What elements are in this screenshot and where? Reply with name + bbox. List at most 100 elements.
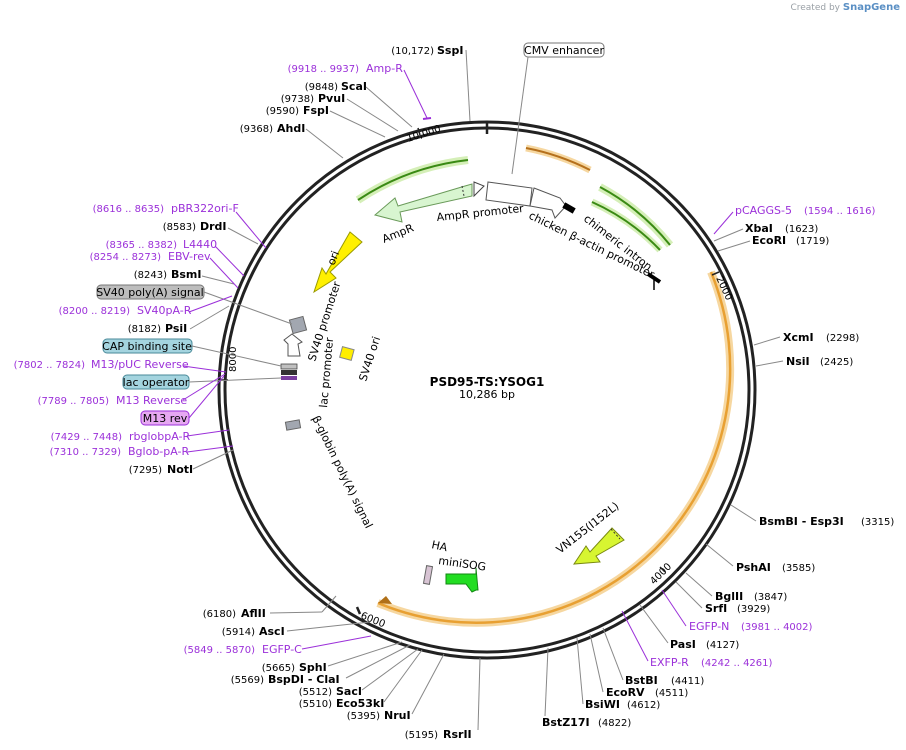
site-name: EcoRI [752, 234, 786, 247]
primer-name: SV40pA-R [137, 304, 192, 317]
m13-rev-leader [188, 375, 225, 419]
primer-name: EBV-rev [168, 250, 211, 263]
site-drdi: (8583) DrdI [163, 220, 259, 245]
sv40-polya-label-box: SV40 poly(A) signal [96, 284, 205, 300]
site-xcmi: XcmI (2298) [753, 331, 859, 346]
tick-mark-2000 [711, 271, 720, 276]
site-pos: (10,172) [391, 46, 434, 57]
site-rsrii: (5195) RsrII [405, 657, 481, 741]
site-name: Eco53kI [336, 697, 384, 710]
site-name: PasI [670, 638, 696, 651]
primer-leader [403, 69, 428, 119]
primer-sv40pa-r: (8200 .. 8219) SV40pA-R [59, 295, 233, 317]
ampr-label: AmpR [380, 221, 416, 245]
site-pos: (8182) [128, 324, 161, 335]
site-name: XbaI [745, 222, 773, 235]
site-pos: (8243) [134, 270, 167, 281]
site-pos: (4127) [706, 640, 739, 651]
primer-leader [713, 211, 734, 235]
ampr-promoter-arrow [473, 181, 485, 198]
tick-mark-10000 [417, 127, 421, 136]
site-pos: (3929) [737, 604, 770, 615]
primer-bglob-pa-r: (7310 .. 7329) Bglob-pA-R [50, 445, 234, 458]
sv40-promoter-box [288, 315, 308, 335]
intron-marker-1 [562, 202, 576, 214]
site-leader [411, 653, 445, 715]
site-bsiwi: BsiWI (4612) [576, 637, 660, 711]
m13-rev-text: M13 rev [143, 412, 188, 425]
site-pos: (4411) [671, 676, 704, 687]
site-pos: (4612) [627, 700, 660, 711]
site-name: FspI [303, 104, 329, 117]
cmv-enhancer-label-box: CMV enhancer [523, 42, 605, 58]
minisog-feature-arrow [445, 567, 479, 593]
cap-binding-glyph [280, 363, 298, 370]
primer-name: EGFP-C [262, 643, 302, 656]
site-bsmbi-esp3i: BsmBI - Esp3I (3315) [730, 504, 894, 528]
tick-mark-4000 [659, 566, 666, 573]
site-name: RsrII [443, 728, 472, 741]
site-pos: (9738) [281, 94, 314, 105]
site-pos: (9590) [266, 106, 299, 117]
cap-leader [191, 345, 282, 367]
site-nsii: NsiI (2425) [755, 355, 853, 368]
primer-leader [621, 610, 649, 662]
site-sspi: (10,172) SspI [391, 44, 471, 122]
primer-name: EXFP-R [650, 656, 689, 669]
primer-name: Bglob-pA-R [128, 445, 190, 458]
site-pos: (9848) [305, 82, 338, 93]
bglobin-pa-label: β-globin poly(A) signal [309, 414, 375, 531]
site-pos: (5569) [231, 675, 264, 686]
cmv-leader [511, 56, 529, 175]
primer-leader [182, 365, 227, 373]
primer-amp-r: (9918 .. 9937) Amp-R [288, 62, 432, 120]
site-leader [269, 611, 323, 614]
snapgene-logo: SnapGene [842, 2, 900, 13]
site-noti: (7295) NotI [129, 449, 234, 476]
site-asci: (5914) AscI [222, 621, 371, 638]
primer-pos: (7310 .. 7329) [50, 447, 122, 458]
site-leader-2 [321, 595, 337, 613]
site-leader [753, 336, 781, 346]
lac-operator-leader [188, 377, 282, 383]
lac-operator-glyph [281, 376, 297, 380]
site-pos: (1719) [796, 236, 829, 247]
primer-leader [186, 429, 230, 437]
site-name: SacI [336, 685, 362, 698]
site-leader [383, 649, 423, 703]
site-name: ScaI [341, 80, 367, 93]
site-name: BstBI [625, 674, 658, 687]
site-leader [639, 604, 669, 644]
site-leader [589, 633, 604, 693]
minisog-label: miniSOG [438, 554, 487, 574]
ampr-feature-arrow [373, 183, 473, 223]
chicken-actin-promoter-arrow [529, 187, 567, 219]
site-leader [327, 641, 403, 667]
bglobin-pa-box [284, 419, 302, 431]
site-name: SrfI [705, 602, 727, 615]
primer-name: M13 Reverse [116, 394, 187, 407]
site-bstz17i: BstZ17I (4822) [542, 647, 631, 729]
primer-leader [209, 257, 239, 289]
primer-pcaggs-5: pCAGGS-5 (1594 .. 1616) [713, 204, 876, 235]
site-psii: (8182) PsiI [128, 305, 230, 335]
green-arc-left [357, 159, 469, 201]
site-pos: (3315) [861, 517, 894, 528]
site-bspdi-clai: (5569) BspDI - ClaI [231, 644, 411, 686]
primer-pos: (4242 .. 4261) [701, 658, 773, 669]
sv40-promoter-arrow [283, 333, 303, 357]
site-eco53ki: (5510) Eco53kI [299, 649, 423, 710]
site-aflii: (6180) AflII [203, 595, 337, 620]
site-leader [329, 110, 386, 138]
site-fspi: (9590) FspI [266, 104, 386, 138]
site-name: DrdI [200, 220, 227, 233]
site-name: NruI [384, 709, 411, 722]
primer-pos: (7802 .. 7824) [14, 360, 86, 371]
plasmid-size: 10,286 bp [459, 388, 515, 401]
primer-pos: (9918 .. 9937) [288, 64, 360, 75]
site-pos: (6180) [203, 609, 236, 620]
site-pos: (5195) [405, 730, 438, 741]
cmv-enhancer-text: CMV enhancer [524, 44, 604, 57]
primer-name: rbglobpA-R [129, 430, 190, 443]
site-nrui: (5395) NruI [347, 653, 445, 722]
